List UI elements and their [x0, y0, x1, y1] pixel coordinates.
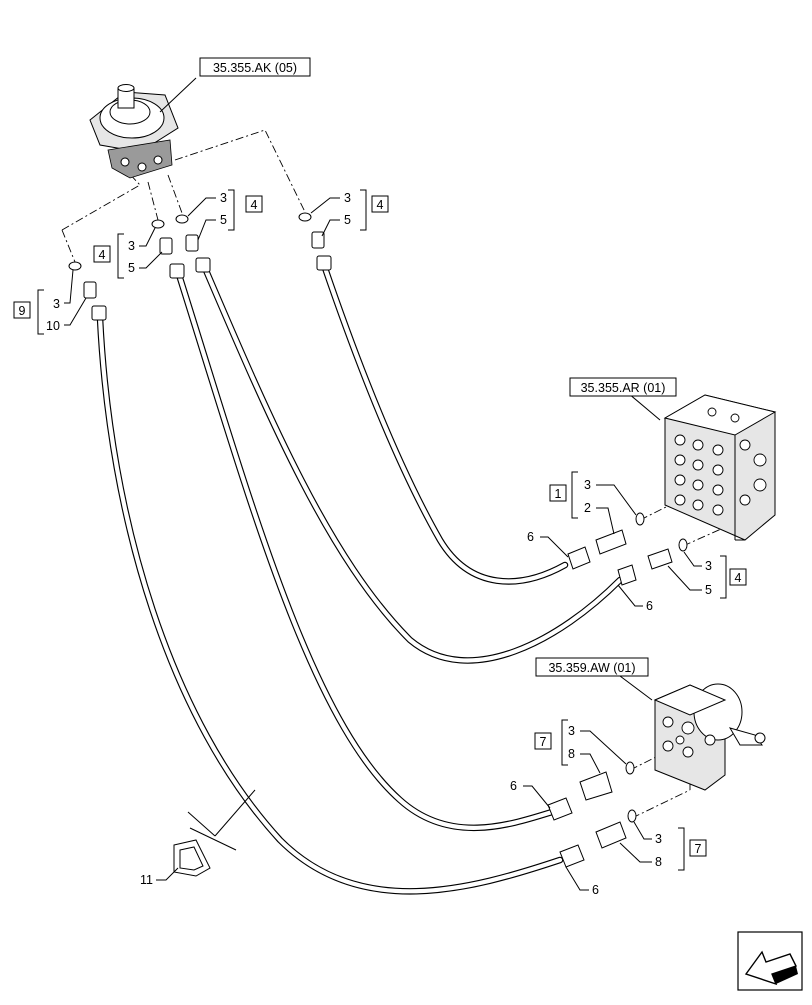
o-ring [625, 761, 635, 775]
accessory-valve: 35.359.AW (01) [535, 657, 766, 791]
kit-box-7[interactable] [689, 839, 707, 857]
hose-nut [195, 257, 211, 273]
ref-box-control-valve[interactable] [569, 377, 677, 397]
fitting [579, 771, 613, 801]
control-valve-fittings [567, 512, 688, 586]
hose-c [201, 264, 624, 664]
kit-box-4[interactable] [245, 195, 263, 213]
pilot-fittings [68, 212, 332, 321]
svg-text:4: 4 [251, 198, 258, 212]
callouts-left: 9 3 10 4 3 5 4 3 5 4 3 5 [13, 189, 389, 335]
o-ring [175, 214, 189, 224]
hose-nut [547, 797, 573, 821]
item-label-6[interactable]: 6 [527, 530, 534, 544]
adapter [159, 237, 173, 255]
o-ring [151, 219, 165, 229]
item-label-5[interactable]: 5 [128, 261, 135, 275]
adapter [185, 234, 199, 252]
hose-a [96, 314, 564, 895]
arrow-left-icon[interactable] [737, 931, 803, 991]
ref-label-pilot-control[interactable]: 35.355.AK (05) [213, 61, 297, 75]
item-label-6[interactable]: 6 [646, 599, 653, 613]
hose-nut [91, 305, 107, 321]
hose-nut [169, 263, 185, 279]
center-lines [61, 129, 731, 819]
fitting [595, 821, 627, 849]
ref-label-accessory-valve[interactable]: 35.359.AW (01) [548, 661, 635, 675]
svg-text:1: 1 [555, 487, 562, 501]
item-label-6[interactable]: 6 [510, 779, 517, 793]
item-label-3[interactable]: 3 [705, 559, 712, 573]
item-label-6[interactable]: 6 [592, 883, 599, 897]
item-label-3[interactable]: 3 [128, 239, 135, 253]
ref-label-control-valve[interactable]: 35.355.AR (01) [581, 381, 666, 395]
item-label-5[interactable]: 5 [344, 213, 351, 227]
pilot-control-unit: 35.355.AK (05) [89, 57, 311, 179]
item-label-3[interactable]: 3 [344, 191, 351, 205]
hose-nut [559, 844, 585, 868]
hose-nut [567, 546, 591, 570]
item-label-10[interactable]: 10 [46, 319, 60, 333]
svg-text:4: 4 [735, 571, 742, 585]
ref-box-accessory-valve[interactable] [535, 657, 649, 677]
o-ring [678, 538, 688, 552]
adapter [311, 231, 325, 249]
hose-b [176, 274, 556, 831]
accessory-valve-fittings [547, 761, 637, 868]
item-label-3[interactable]: 3 [53, 297, 60, 311]
control-valve: 35.355.AR (01) [569, 377, 777, 541]
adapter [647, 548, 673, 570]
item-label-8[interactable]: 8 [568, 747, 575, 761]
item-label-8[interactable]: 8 [655, 855, 662, 869]
hose-nut [316, 255, 332, 271]
item-label-3[interactable]: 3 [655, 832, 662, 846]
kit-box-7[interactable] [534, 732, 552, 750]
svg-text:7: 7 [540, 735, 547, 749]
o-ring [627, 809, 637, 823]
item-label-5[interactable]: 5 [705, 583, 712, 597]
callouts-accessory-valve: 7 3 8 6 3 8 7 6 [510, 719, 707, 897]
hose-group [96, 264, 624, 895]
svg-text:9: 9 [19, 304, 26, 318]
svg-text:4: 4 [377, 198, 384, 212]
hose-nut [617, 564, 637, 586]
hose-guard: 11 [140, 789, 256, 887]
callouts-control-valve: 1 3 2 6 6 3 5 4 [527, 471, 747, 613]
kit-box-4[interactable] [371, 195, 389, 213]
item-label-3[interactable]: 3 [220, 191, 227, 205]
svg-text:7: 7 [695, 842, 702, 856]
adapter [83, 281, 97, 299]
ref-box-pilot-control[interactable] [199, 57, 311, 77]
o-ring [635, 512, 645, 526]
kit-box-1[interactable] [549, 484, 567, 502]
item-label-3[interactable]: 3 [584, 478, 591, 492]
item-label-2[interactable]: 2 [584, 501, 591, 515]
item-label-3[interactable]: 3 [568, 724, 575, 738]
kit-box-4[interactable] [93, 245, 111, 263]
o-ring [298, 212, 312, 222]
adapter [595, 529, 627, 555]
svg-text:4: 4 [99, 248, 106, 262]
item-label-11[interactable]: 11 [140, 873, 153, 887]
kit-box-4[interactable] [729, 568, 747, 586]
kit-box-9[interactable] [13, 301, 31, 319]
o-ring [68, 261, 82, 271]
item-label-5[interactable]: 5 [220, 213, 227, 227]
